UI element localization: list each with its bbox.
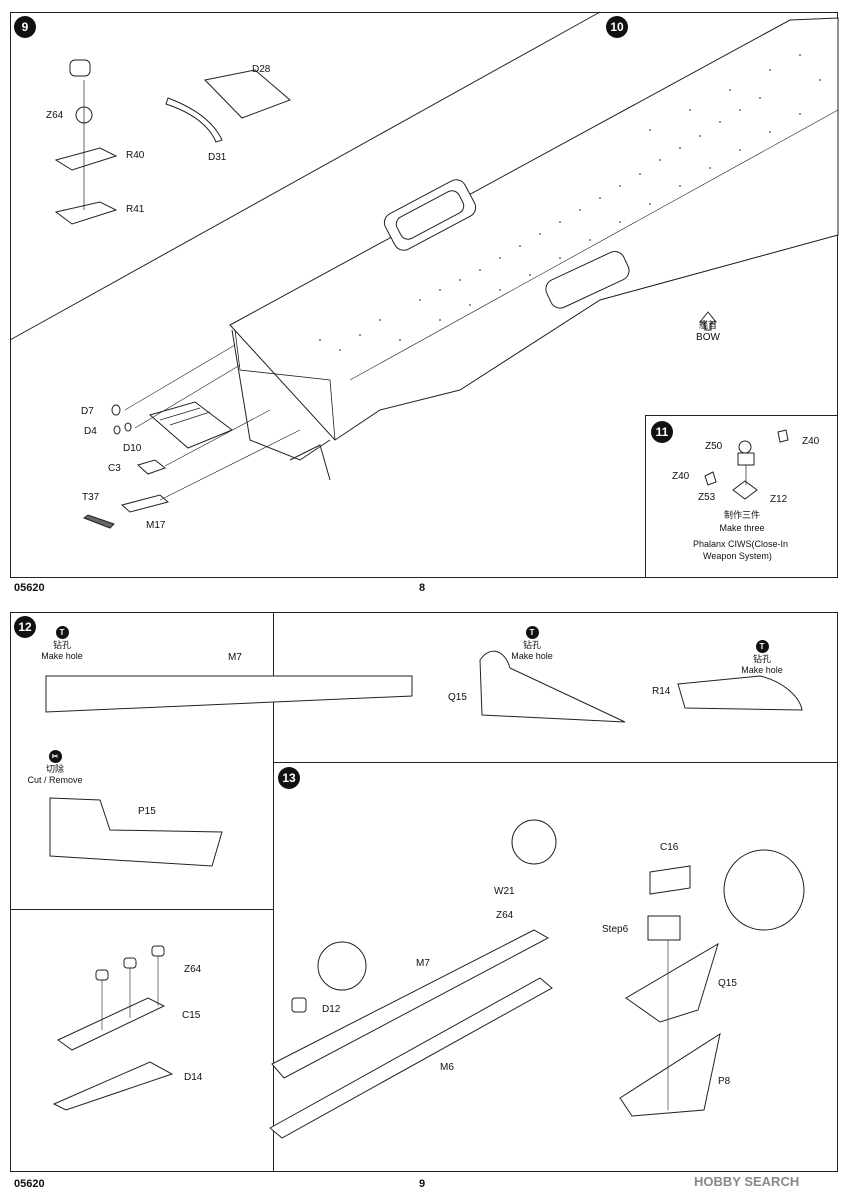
step13-frame	[273, 762, 838, 1172]
bottom-frame	[10, 612, 838, 1172]
part-label: M17	[146, 520, 166, 531]
bow-cn: 艦首	[698, 320, 717, 330]
part-label: Z50	[705, 441, 723, 452]
drill-cn: 钻孔	[752, 654, 771, 664]
part-label: D12	[322, 1004, 341, 1015]
drill-en: Make hole	[511, 651, 553, 661]
part-label: D14	[184, 1072, 203, 1083]
part-label: Q15	[718, 978, 737, 989]
part-label: Q15	[448, 692, 467, 703]
page-number: 9	[419, 1178, 426, 1190]
part-label: D31	[208, 152, 227, 163]
part-label: M6	[440, 1062, 454, 1073]
part-label: R14	[652, 686, 671, 697]
step13-badge: 13	[278, 767, 300, 789]
part-label: Z40	[802, 436, 820, 447]
part-label: Z40	[672, 471, 690, 482]
step12-inner-frame	[10, 612, 274, 910]
part-label: Z64	[46, 110, 64, 121]
part-label: R40	[126, 150, 145, 161]
part-label: P8	[718, 1076, 731, 1087]
drill-cn: 钻孔	[522, 640, 541, 650]
part-label: T37	[82, 492, 100, 503]
page-number: 8	[419, 582, 426, 594]
part-label: D4	[84, 426, 97, 437]
cut-en: Cut / Remove	[27, 775, 83, 785]
part-label: Step6	[602, 924, 629, 935]
step12-badge: 12	[14, 616, 36, 638]
product-code: 05620	[14, 582, 45, 594]
scissors-icon: ✂	[48, 750, 62, 763]
part-label: W21	[494, 886, 515, 897]
drill-cn: 钻孔	[52, 640, 71, 650]
step9-badge: 9	[14, 16, 36, 38]
part-label: P15	[138, 806, 156, 817]
step11-badge: 11	[651, 421, 673, 443]
deck-dots	[319, 54, 821, 351]
part-label: Z64	[496, 910, 514, 921]
make-three-cn: 制作三件	[723, 510, 760, 520]
drill-note-r14: T 钻孔 Make hole	[738, 640, 786, 676]
part-label: D10	[123, 443, 142, 454]
part-label: R41	[126, 204, 145, 215]
step11-frame	[645, 415, 838, 578]
cut-cn: 切除	[45, 764, 64, 774]
top-frame	[10, 12, 838, 578]
step10-badge: 10	[606, 16, 628, 38]
part-label: C16	[660, 842, 679, 853]
ciws-desc-2: Weapon System)	[703, 551, 772, 561]
make-three-en: Make three	[719, 523, 765, 533]
watermark: HOBBY SEARCH	[694, 1174, 800, 1189]
drill-en: Make hole	[741, 665, 783, 675]
drill-icon: T	[755, 640, 769, 653]
part-label: Z64	[184, 964, 202, 975]
part-label: D7	[81, 406, 94, 417]
drill-en: Make hole	[41, 651, 83, 661]
part-label: Z53	[698, 492, 716, 503]
drill-note-m7: T 钻孔 Make hole	[38, 626, 86, 662]
part-label: Z12	[770, 494, 788, 505]
drill-icon: T	[525, 626, 539, 639]
part-label: D28	[252, 64, 271, 75]
part-label: C3	[108, 463, 121, 474]
drill-note-q15: T 钻孔 Make hole	[508, 626, 556, 662]
cut-note: ✂ 切除 Cut / Remove	[24, 750, 86, 786]
part-label: M7	[416, 958, 430, 969]
part-label: M7	[228, 652, 242, 663]
product-code: 05620	[14, 1178, 45, 1190]
bow-en: BOW	[696, 332, 720, 343]
part-label: C15	[182, 1010, 201, 1021]
ciws-desc-1: Phalanx CIWS(Close-In	[693, 539, 789, 549]
drill-icon: T	[55, 626, 69, 639]
